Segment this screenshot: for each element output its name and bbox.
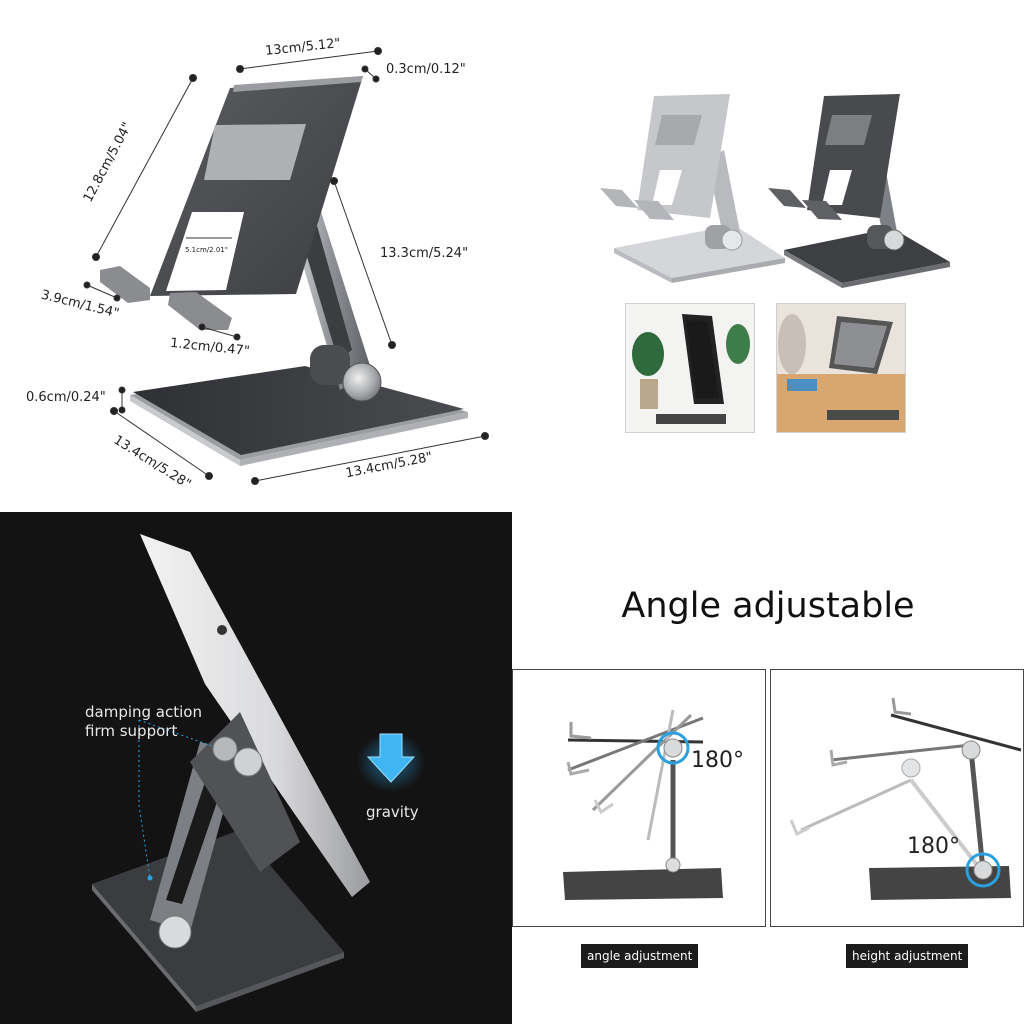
- color-variants-drawing: [600, 94, 950, 288]
- silver-stand: [600, 94, 785, 283]
- degree-label-right: 180°: [907, 834, 960, 859]
- top-thickness-label: 0.3cm/0.12": [386, 62, 466, 77]
- dark-knob-bottom: [158, 915, 192, 949]
- photo-plant-scene: [625, 303, 755, 433]
- height-diagram: [789, 697, 1022, 900]
- space-gray-stand: [768, 94, 950, 288]
- hinge-knob: [342, 362, 382, 402]
- gravity-label: gravity: [366, 803, 419, 821]
- angle-diagram: [563, 709, 723, 900]
- height-adjustment-frame: 180°: [770, 669, 1024, 927]
- color-variants-panel: [512, 0, 1024, 512]
- angle-adjustment-frame: 180°: [512, 669, 766, 927]
- angle-title: Angle adjustable: [621, 586, 915, 626]
- degree-label-left: 180°: [691, 748, 744, 773]
- base-thickness-label: 0.6cm/0.24": [26, 390, 106, 405]
- gravity-arrow-icon: [366, 733, 416, 783]
- hook-right: [168, 292, 232, 330]
- angle-adjustable-panel: Angle adjustable 180°: [512, 512, 1024, 1024]
- damping-label-line2: firm support: [85, 722, 178, 740]
- hook-left: [100, 266, 150, 303]
- height-adjustment-tag: height adjustment: [846, 944, 969, 968]
- arm-length-label: 13.3cm/5.24": [380, 246, 469, 261]
- damping-feature-panel: damping action firm support gravity: [0, 512, 512, 1024]
- dark-knob-top: [233, 747, 263, 777]
- stand-dark-drawing: [92, 534, 425, 1012]
- photo-desk-scene: [776, 303, 906, 433]
- stand-dimension-drawing: [83, 47, 489, 485]
- tablet: [140, 534, 370, 897]
- damping-label-line1: damping action: [85, 703, 202, 721]
- angle-adjustment-tag: angle adjustment: [581, 944, 699, 968]
- dark-base: [92, 830, 344, 1006]
- hole-width-label: 5.1cm/2.01": [185, 246, 228, 254]
- dimensions-panel: 13cm/5.12" 0.3cm/0.12" 12.8cm/5.04" 5.1c…: [0, 0, 512, 512]
